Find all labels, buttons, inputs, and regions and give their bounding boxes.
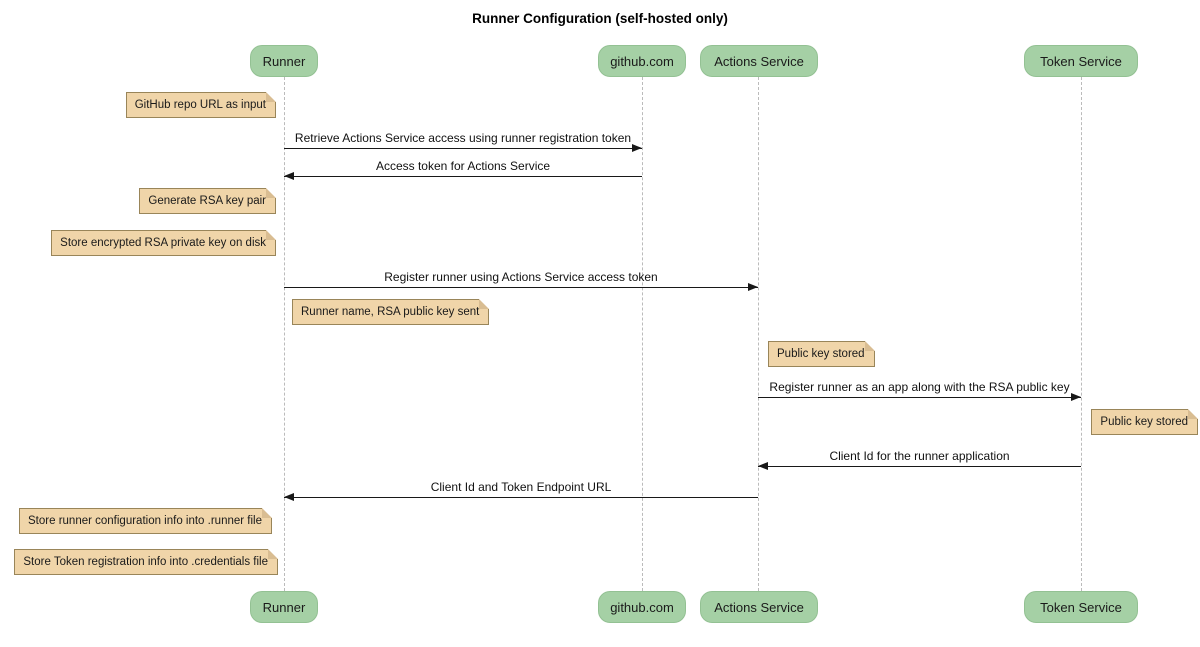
- diagram-title: Runner Configuration (self-hosted only): [472, 11, 728, 26]
- note-store-runner-file: Store runner configuration info into .ru…: [19, 508, 272, 534]
- message-label: Retrieve Actions Service access using ru…: [294, 131, 632, 145]
- arrowhead-left-icon: [284, 172, 294, 180]
- message-line: [284, 148, 642, 149]
- message-label: Client Id and Token Endpoint URL: [430, 480, 612, 494]
- participant-token-service-top: Token Service: [1024, 45, 1138, 77]
- message-label: Client Id for the runner application: [829, 449, 1010, 463]
- lifeline-actions-service: [758, 77, 759, 591]
- message-label: Register runner as an app along with the…: [769, 380, 1070, 394]
- lifeline-runner: [284, 77, 285, 591]
- arrowhead-left-icon: [284, 493, 294, 501]
- note-runner-name-sent: Runner name, RSA public key sent: [292, 299, 490, 325]
- lifeline-token-service: [1081, 77, 1082, 591]
- message-line: [284, 497, 758, 498]
- message-line: [758, 466, 1081, 467]
- lifeline-github: [642, 77, 643, 591]
- arrowhead-right-icon: [1071, 393, 1081, 401]
- message-line: [758, 397, 1081, 398]
- arrowhead-right-icon: [632, 144, 642, 152]
- participant-actions-service-top: Actions Service: [700, 45, 818, 77]
- note-public-key-stored-token: Public key stored: [1091, 409, 1198, 435]
- note-github-repo-url: GitHub repo URL as input: [125, 92, 277, 118]
- participant-github-bottom: github.com: [598, 591, 686, 623]
- message-line: [284, 176, 642, 177]
- note-public-key-stored-actions: Public key stored: [768, 341, 875, 367]
- participant-runner-top: Runner: [250, 45, 318, 77]
- message-label: Register runner using Actions Service ac…: [384, 270, 658, 284]
- participant-github-top: github.com: [598, 45, 686, 77]
- note-store-credentials-file: Store Token registration info into .cred…: [14, 549, 278, 575]
- arrowhead-left-icon: [758, 462, 768, 470]
- participant-actions-service-bottom: Actions Service: [700, 591, 818, 623]
- participant-token-service-bottom: Token Service: [1024, 591, 1138, 623]
- message-label: Access token for Actions Service: [375, 159, 551, 173]
- arrowhead-right-icon: [748, 283, 758, 291]
- message-line: [284, 287, 758, 288]
- note-store-private-key: Store encrypted RSA private key on disk: [51, 230, 276, 256]
- participant-runner-bottom: Runner: [250, 591, 318, 623]
- note-generate-rsa-keypair: Generate RSA key pair: [139, 188, 276, 214]
